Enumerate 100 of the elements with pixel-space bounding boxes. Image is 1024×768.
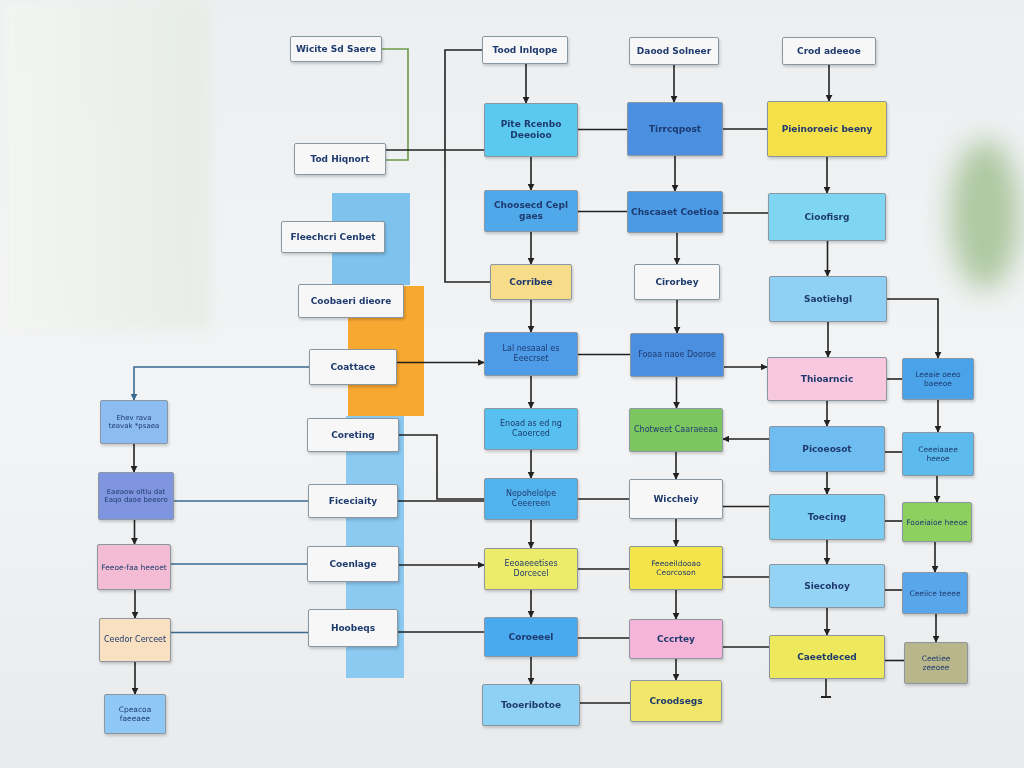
arrow: [670, 64, 678, 103]
process-box: [630, 333, 724, 377]
connector-line: [577, 210, 628, 213]
connector-line: [577, 637, 630, 639]
process-box: [769, 564, 885, 608]
arrow: [672, 658, 680, 681]
process-box: [627, 191, 723, 233]
arrow: [131, 589, 139, 619]
box-label: Choosecd Cepl gaes: [493, 200, 569, 222]
arrow: [673, 299, 681, 334]
arrow: [671, 155, 679, 192]
arrow: [131, 519, 138, 545]
box-label: Tod Hiqnort: [310, 153, 370, 165]
process-box: [629, 408, 723, 452]
process-box: [308, 609, 398, 647]
connector-line: [884, 659, 905, 662]
box-label: Nepohelolpe Ceeereen: [504, 489, 558, 509]
arrow: [723, 363, 768, 371]
box-label: Crod adeeoe: [797, 45, 861, 57]
process-box: [104, 694, 166, 734]
connector-line: [722, 646, 770, 648]
arrow: [527, 299, 535, 333]
process-box: [484, 617, 578, 657]
box-label: Croodsegs: [649, 695, 703, 707]
process-box: [482, 684, 580, 726]
arrow: [527, 375, 535, 409]
box-label: Siecohoy: [804, 580, 850, 592]
arrow: [931, 541, 939, 573]
box-label: Chscaaet Coetioa: [631, 206, 719, 218]
connector-line: [398, 434, 485, 500]
box-label: Wicite Sd Saere: [295, 43, 377, 55]
process-box: [307, 418, 399, 452]
box-label: Pite Rcenbo Deeoioo: [499, 119, 563, 141]
connector-line: [170, 563, 308, 565]
arrow: [823, 400, 831, 427]
process-box: [484, 408, 578, 450]
box-label: Tood Inlqope: [492, 44, 558, 56]
process-box: [490, 264, 572, 300]
process-box: [484, 103, 578, 157]
process-box: [484, 478, 578, 520]
process-box: [767, 101, 887, 157]
connector-line: [385, 149, 485, 151]
arrow: [823, 471, 831, 495]
arrow: [933, 475, 941, 503]
process-box: [634, 264, 720, 300]
box-label: Saotiehgl: [803, 293, 853, 305]
process-box: [629, 546, 723, 590]
process-box: [902, 358, 974, 400]
connector-line: [397, 500, 485, 502]
box-label: Pieinoroeic beeny: [781, 123, 873, 135]
connector-line: [173, 500, 309, 502]
arrow: [131, 661, 139, 695]
box-label: Ficeciaity: [328, 495, 378, 507]
process-box: [627, 102, 723, 156]
arrow: [527, 449, 535, 479]
box-label: Coreting: [331, 429, 375, 441]
connector-line: [397, 631, 485, 633]
process-box: [294, 143, 386, 175]
connector-line: [722, 212, 769, 214]
process-box: [769, 494, 885, 540]
process-box: [309, 349, 397, 385]
arrow: [886, 298, 942, 359]
arrow: [398, 561, 485, 569]
arrow: [527, 656, 535, 685]
box-label: Eeoaeeetises Dorcecel: [503, 559, 559, 579]
box-label: Fleechcri Cenbet: [290, 231, 376, 243]
box-label: Thioarncic: [800, 373, 854, 385]
connector-line: [579, 702, 631, 704]
arrow: [527, 156, 535, 191]
box-label: Wiccheiy: [653, 493, 699, 505]
process-box: [307, 546, 399, 582]
box-label: Enoad as ed ng Caoerced: [499, 419, 563, 439]
arrow: [824, 321, 832, 358]
process-box: [629, 37, 719, 65]
arrow: [672, 589, 680, 620]
arrow: [130, 443, 138, 473]
arrow: [396, 359, 485, 366]
connector-line: [577, 498, 630, 500]
process-box: [768, 193, 886, 241]
process-box: [298, 284, 404, 318]
arrow: [824, 240, 831, 277]
connector-line: [884, 520, 903, 522]
box-label: Toecing: [807, 511, 847, 523]
process-box: [782, 37, 876, 65]
arrow: [527, 231, 535, 265]
process-box: [902, 502, 972, 542]
process-box: [902, 572, 968, 614]
arrow: [672, 451, 680, 480]
box-label: Coroeeel: [508, 631, 554, 643]
connector-line: [577, 568, 630, 570]
connector-line: [884, 451, 903, 453]
box-label: Caeetdeced: [797, 651, 857, 663]
connector-line: [381, 48, 409, 161]
process-box: [308, 484, 398, 518]
connector-line: [577, 353, 631, 356]
process-box: [97, 544, 171, 590]
arrow: [934, 399, 942, 433]
process-box: [629, 479, 723, 519]
connector-line: [722, 505, 770, 508]
process-box: [904, 642, 968, 684]
